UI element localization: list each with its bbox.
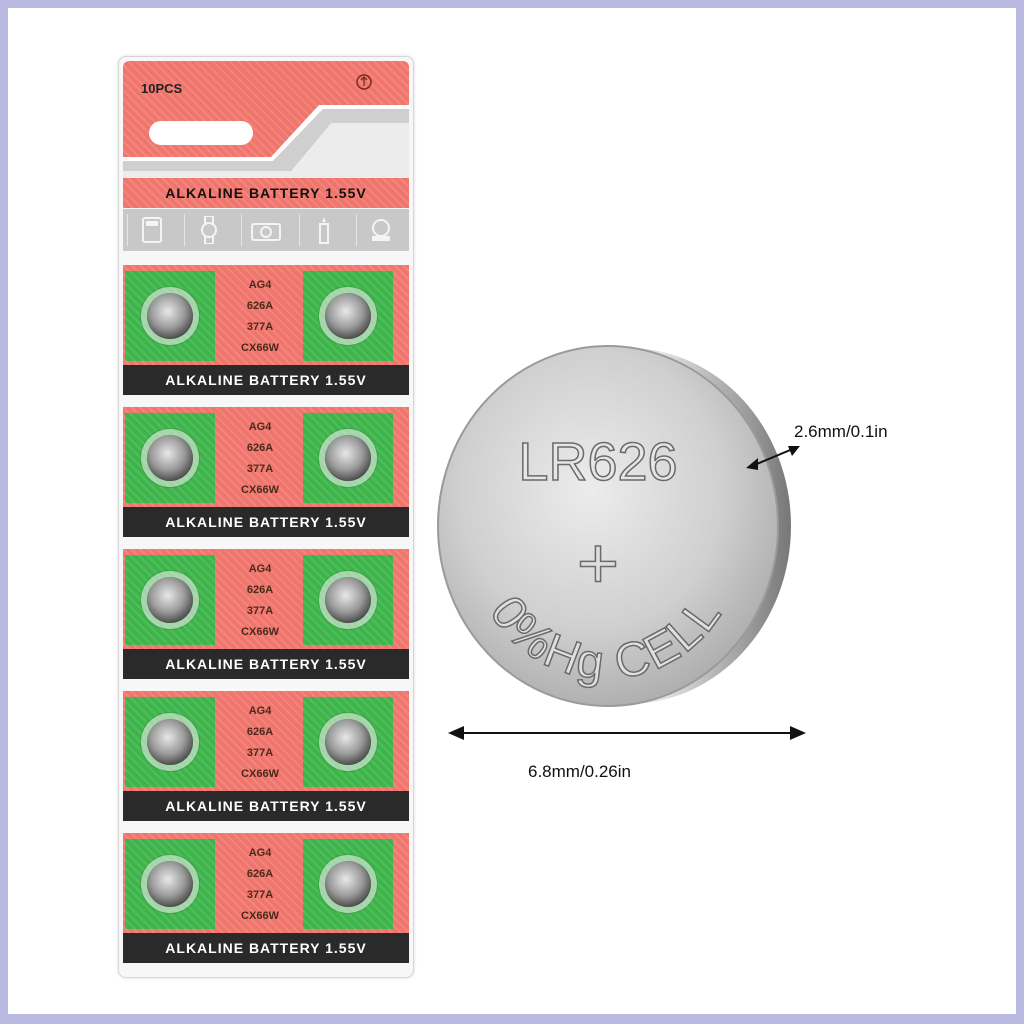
model-code: CX66W [241, 342, 279, 354]
camera-icon [241, 214, 290, 246]
model-code: 626A [246, 584, 274, 596]
thickness-label: 2.6mm/0.1in [794, 422, 888, 441]
model-code: 626A [246, 442, 274, 454]
model-code: 626A [246, 300, 274, 312]
button-cell [325, 861, 371, 907]
green-panel [125, 413, 215, 503]
calculator-icon [127, 214, 176, 246]
recycle-icon [356, 74, 372, 90]
section-banner: ALKALINE BATTERY 1.55V [123, 791, 409, 821]
model-code: AG4 [248, 421, 272, 433]
device-strip [123, 209, 409, 251]
green-panel [303, 555, 393, 645]
button-cell [147, 293, 193, 339]
coin-plus-sign: + [577, 524, 619, 604]
model-list: AG4 626A 377A CX66W [219, 843, 301, 927]
pack-count: 10PCS [141, 81, 183, 96]
model-list: AG4 626A 377A CX66W [219, 275, 301, 359]
model-code: CX66W [241, 626, 279, 638]
model-code: AG4 [248, 279, 272, 291]
button-cell [147, 577, 193, 623]
battery-section: AG4 626A 377A CX66W [123, 833, 409, 945]
model-code: 626A [246, 726, 274, 738]
model-code: AG4 [248, 705, 272, 717]
model-list: AG4 626A 377A CX66W [219, 559, 301, 643]
thickness-arrow [751, 447, 796, 467]
button-cell [325, 577, 371, 623]
hang-hole [149, 121, 253, 145]
model-code: 377A [246, 889, 274, 901]
title-banner: ALKALINE BATTERY 1.55V [123, 178, 409, 208]
battery-section: AG4 626A 377A CX66W [123, 265, 409, 377]
coin-battery: LR626 + 0%Hg CELL [437, 345, 791, 707]
coin-model-text: LR626 [518, 432, 677, 492]
model-code: 377A [246, 321, 274, 333]
coin-face [437, 345, 779, 707]
green-panel [125, 555, 215, 645]
section-banner: ALKALINE BATTERY 1.55V [123, 933, 409, 963]
button-cell [147, 435, 193, 481]
model-code: CX66W [241, 910, 279, 922]
model-code: 626A [246, 868, 274, 880]
section-banner: ALKALINE BATTERY 1.55V [123, 649, 409, 679]
model-code: AG4 [248, 847, 272, 859]
section-banner: ALKALINE BATTERY 1.55V [123, 365, 409, 395]
header-stripes [123, 105, 409, 185]
battery-section: AG4 626A 377A CX66W [123, 691, 409, 803]
toy-icon [355, 214, 405, 246]
green-panel [125, 839, 215, 929]
battery-section: AG4 626A 377A CX66W [123, 407, 409, 519]
green-panel [303, 697, 393, 787]
green-panel [125, 271, 215, 361]
button-cell [325, 293, 371, 339]
watch-icon [184, 214, 233, 246]
model-list: AG4 626A 377A CX66W [219, 417, 301, 501]
model-list: AG4 626A 377A CX66W [219, 701, 301, 785]
model-code: 377A [246, 747, 274, 759]
button-cell [147, 719, 193, 765]
button-cell [325, 719, 371, 765]
model-code: CX66W [241, 768, 279, 780]
green-panel [125, 697, 215, 787]
button-cell [325, 435, 371, 481]
section-banner: ALKALINE BATTERY 1.55V [123, 507, 409, 537]
model-code: 377A [246, 463, 274, 475]
model-code: AG4 [248, 563, 272, 575]
green-panel [303, 413, 393, 503]
green-panel [303, 271, 393, 361]
battery-section: AG4 626A 377A CX66W [123, 549, 409, 661]
green-panel [303, 839, 393, 929]
blister-card: 10PCS ALKALINE BATTERY 1.55V AG4 626A 377A… [118, 56, 414, 978]
model-code: CX66W [241, 484, 279, 496]
button-cell [147, 861, 193, 907]
diameter-label: 6.8mm/0.26in [528, 762, 631, 781]
lighter-icon [298, 214, 348, 246]
card-header: 10PCS [123, 61, 409, 185]
model-code: 377A [246, 605, 274, 617]
